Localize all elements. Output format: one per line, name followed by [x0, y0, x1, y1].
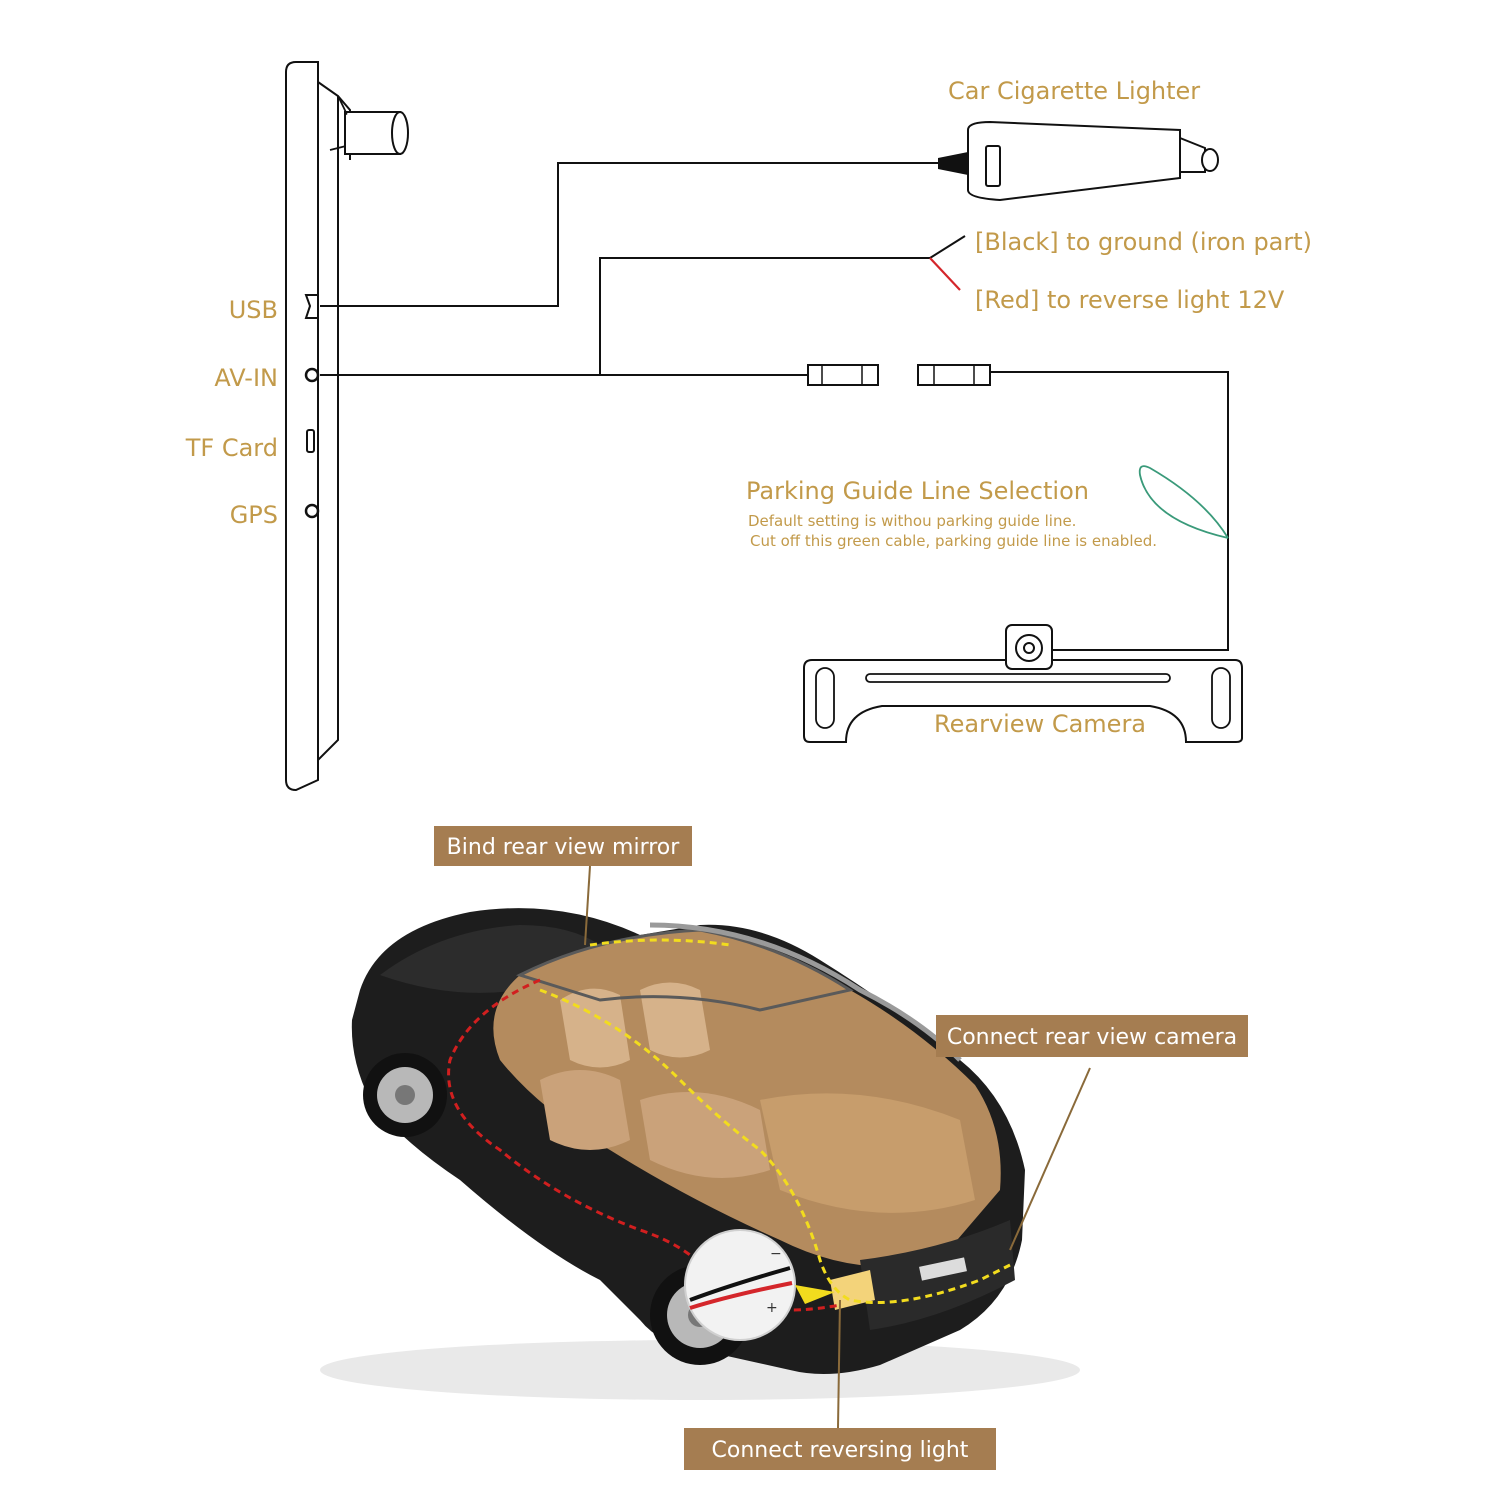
guide-line-2: Cut off this green cable, parking guide … — [750, 532, 1157, 550]
car-illustration — [320, 908, 1080, 1400]
reverse-power-cable — [599, 257, 930, 375]
mount-bracket — [329, 95, 409, 155]
yellow-cable-route — [539, 938, 1011, 1304]
guide-line-1: Default setting is withou parking guide … — [748, 512, 1076, 530]
connect-camera-tag: Connect rear view camera — [936, 1015, 1248, 1057]
camera-leader-line — [1009, 1067, 1091, 1251]
tf-card-label: TF Card — [185, 434, 278, 462]
usb-power-cable — [320, 162, 938, 307]
black-ground-wire — [929, 235, 966, 259]
connect-camera-text: Connect rear view camera — [947, 1025, 1237, 1050]
rearview-camera-label: Rearview Camera — [934, 710, 1146, 738]
black-wire-label: [Black] to ground (iron part) — [975, 228, 1312, 256]
wire-closeup: − + — [684, 1229, 835, 1341]
bind-mirror-text: Bind rear view mirror — [447, 835, 681, 860]
av-in-port-icon — [304, 367, 320, 383]
reversing-leader-line — [837, 1299, 841, 1429]
svg-text:+: + — [766, 1300, 778, 1316]
av-in-label: AV-IN — [214, 364, 278, 392]
usb-label: USB — [229, 296, 278, 324]
bind-mirror-tag: Bind rear view mirror — [434, 826, 692, 866]
tf-card-slot-icon — [306, 429, 315, 453]
green-guide-cable — [1138, 465, 1229, 539]
rearview-camera — [803, 624, 1243, 743]
cigarette-lighter-label: Car Cigarette Lighter — [948, 77, 1200, 105]
mirror-leader-line — [584, 865, 591, 946]
svg-text:−: − — [770, 1246, 782, 1262]
gps-port-icon — [304, 503, 320, 519]
red-reverse-wire — [929, 257, 961, 291]
gps-label: GPS — [230, 501, 278, 529]
usb-port-icon — [304, 294, 319, 319]
cigarette-lighter-plug — [938, 120, 1219, 202]
connect-reversing-tag: Connect reversing light — [684, 1428, 996, 1470]
connect-reversing-text: Connect reversing light — [712, 1438, 969, 1463]
camera-cable — [990, 371, 1229, 651]
rca-connector-female — [917, 364, 991, 386]
guide-title: Parking Guide Line Selection — [746, 477, 1089, 505]
red-wire-label: [Red] to reverse light 12V — [975, 286, 1285, 314]
rca-connector-male — [807, 364, 879, 386]
mirror-monitor — [285, 61, 409, 792]
